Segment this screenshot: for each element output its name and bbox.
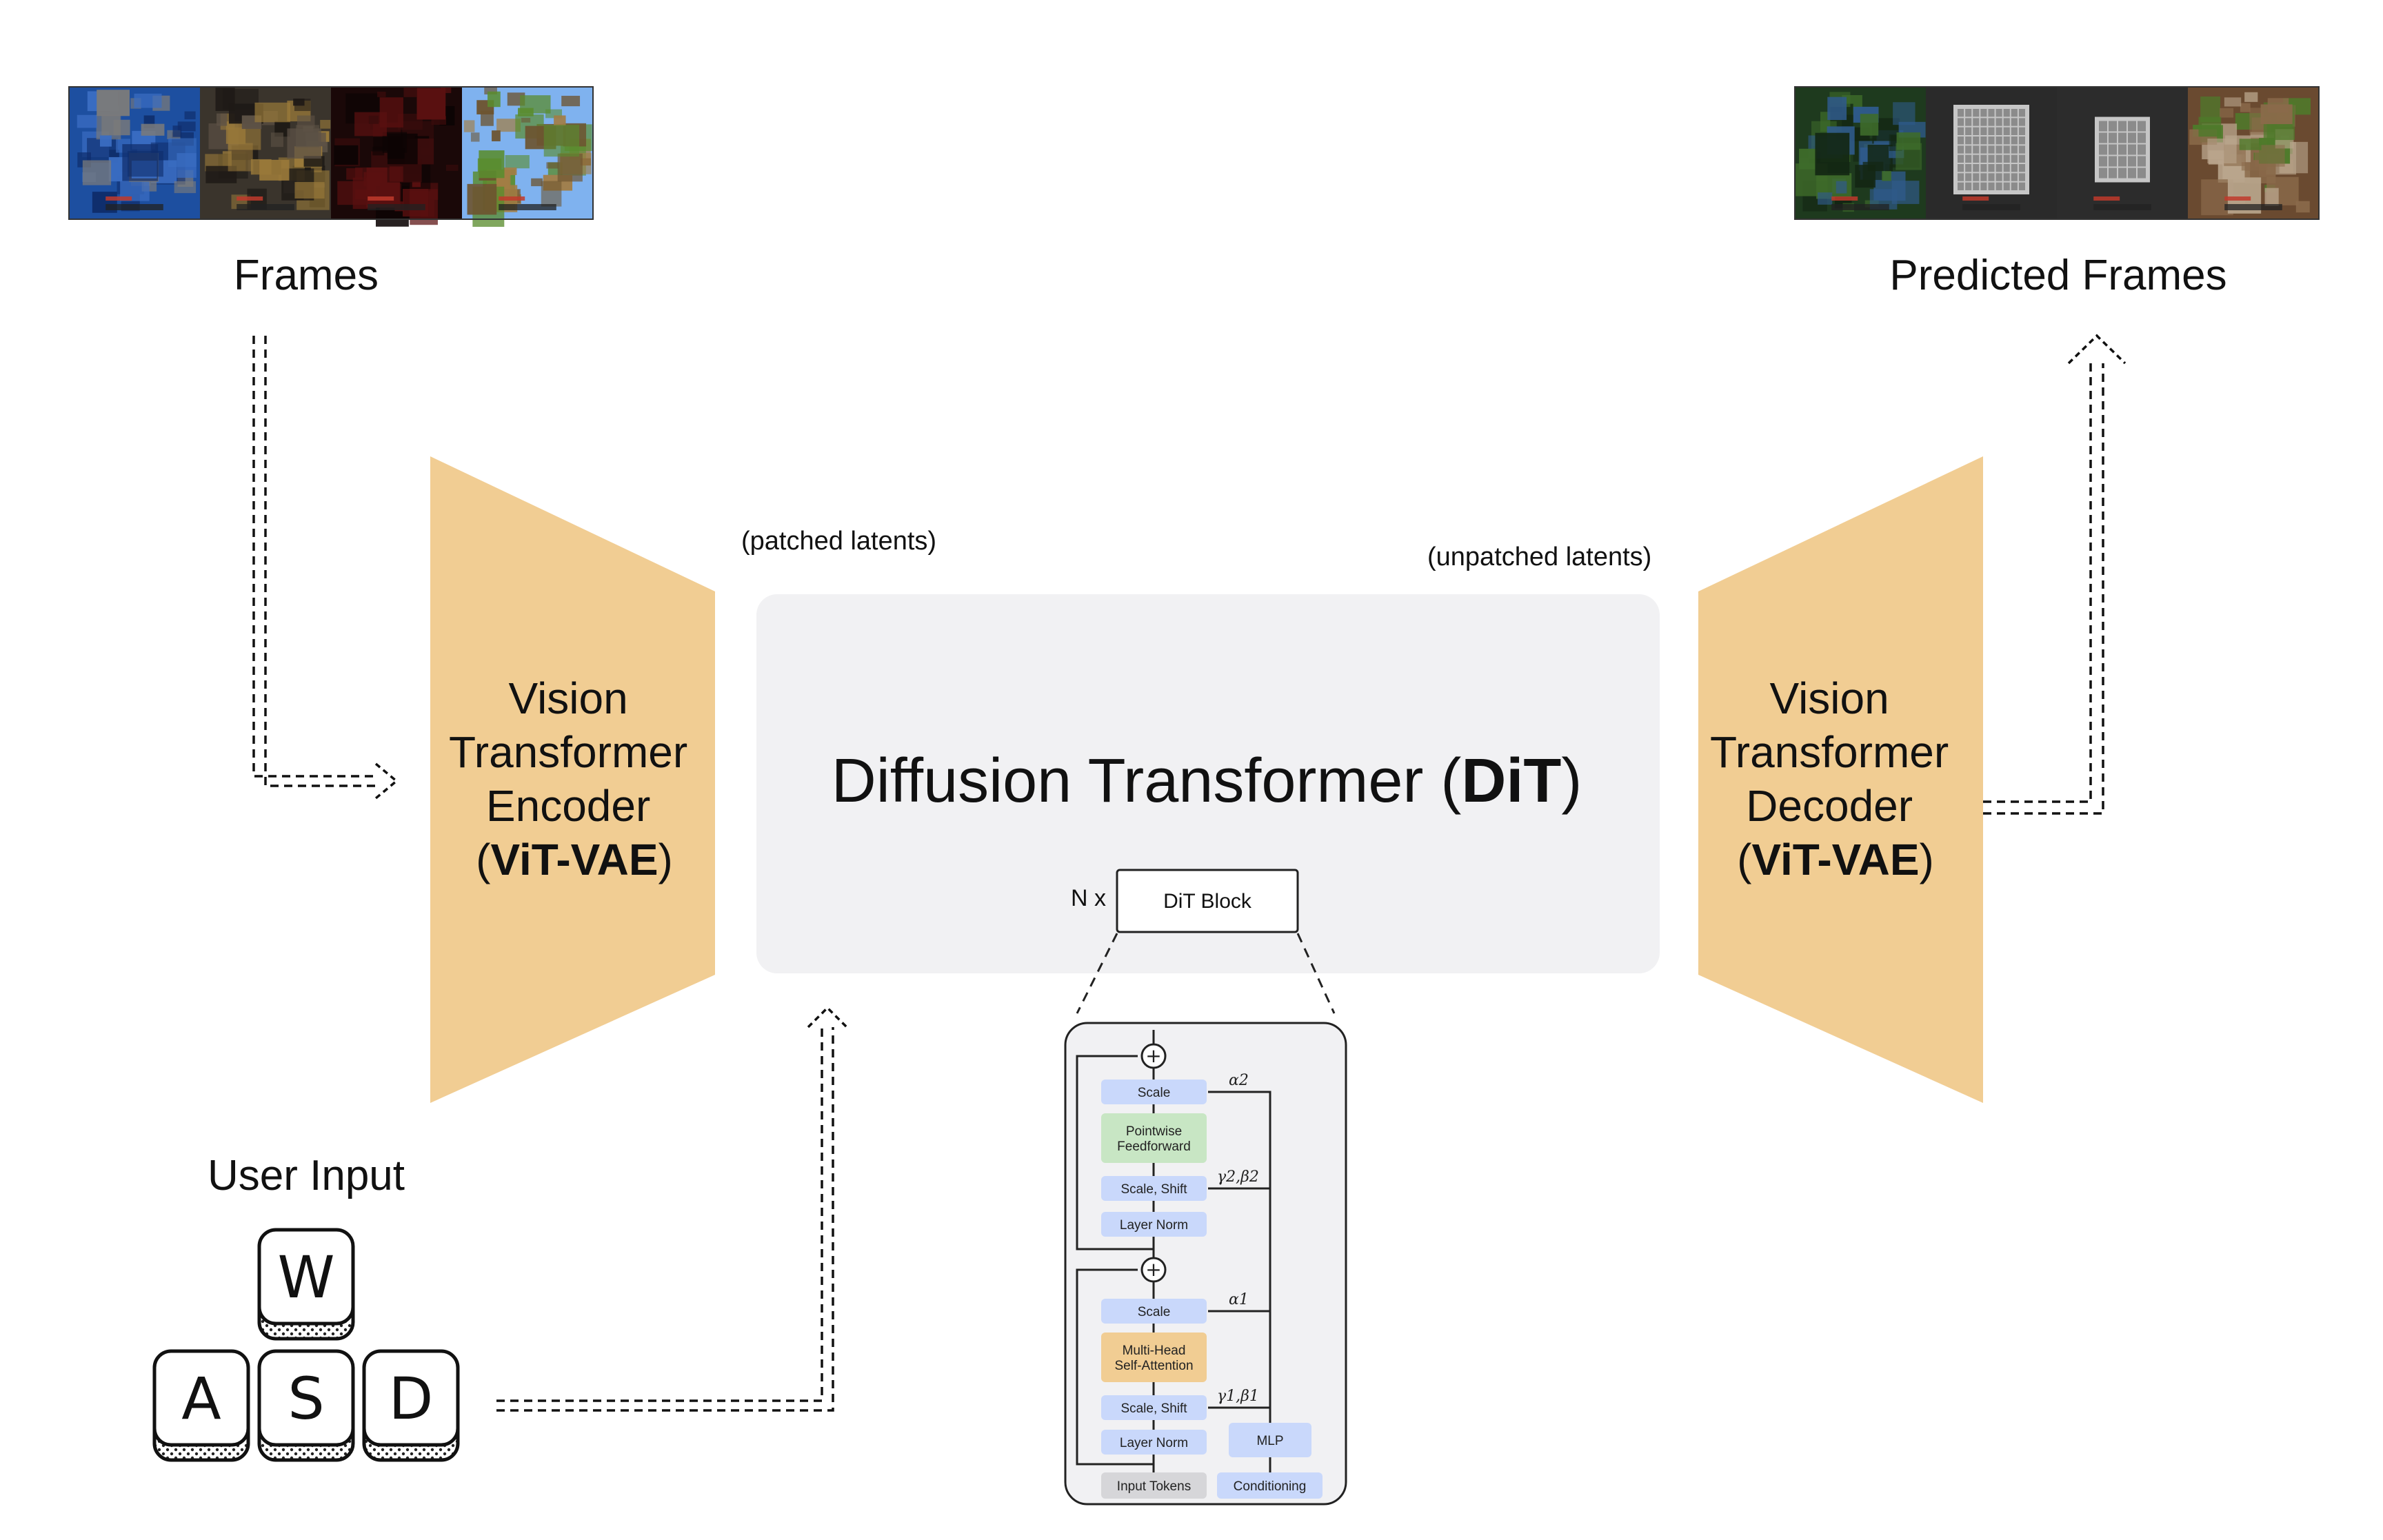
frames-to-encoder-arrow — [252, 336, 399, 800]
decoder-line-1: Vision — [1770, 673, 1889, 723]
encoder-line-3: Encoder — [486, 781, 650, 831]
decoder-tag: ViT-VAE — [1751, 835, 1919, 884]
encoder-line-1: Vision — [509, 673, 628, 723]
encoder-label: Vision Transformer Encoder (ViT-VAE) — [449, 673, 700, 884]
frame-tile-1 — [69, 87, 200, 219]
patched-latents-label: (patched latents) — [741, 527, 936, 556]
user-input-label: User Input — [208, 1152, 405, 1199]
ffn-box-text: Pointwise — [1126, 1124, 1182, 1139]
key-s-label: S — [288, 1365, 324, 1432]
scale-shift-2-box: Scale, Shift — [1101, 1176, 1207, 1201]
predicted-frame-tile-2 — [1926, 87, 2057, 219]
encoder-trapezoid — [430, 456, 715, 1103]
encoder-line-2: Transformer — [449, 727, 687, 777]
conditioning-box-text: Conditioning — [1234, 1479, 1307, 1494]
decoder-line-3: Decoder — [1746, 781, 1913, 831]
mhsa-box-text: Self-Attention — [1114, 1359, 1193, 1373]
frame-tile-3 — [331, 87, 462, 227]
dit-block-button[interactable] — [1116, 869, 1299, 933]
scale-2-box-text: Scale — [1138, 1086, 1171, 1100]
mhsa-box-text: Multi-Head — [1123, 1344, 1186, 1358]
input-to-dit-arrow — [496, 1006, 848, 1412]
predicted-frame-tile-4 — [2188, 87, 2319, 219]
layer-norm-1-box-text: Layer Norm — [1120, 1436, 1188, 1450]
residual-2 — [1076, 1055, 1154, 1250]
layer-norm-2-box: Layer Norm — [1101, 1212, 1207, 1237]
encoder-tag-close: ) — [658, 835, 673, 884]
frame-tile-4 — [462, 87, 593, 227]
ffn-box-text: Feedforward — [1117, 1139, 1191, 1154]
predicted-frame-tile-1 — [1795, 87, 1926, 219]
mlp-box: MLP — [1229, 1423, 1311, 1457]
encoder-tag-open: ( — [476, 835, 490, 884]
gamma1-beta1-label: γ1,β1 — [1217, 1388, 1259, 1405]
decoder-label: Vision Transformer Decoder (ViT-VAE) — [1710, 673, 1961, 884]
scale-shift-2-box-text: Scale, Shift — [1120, 1182, 1187, 1197]
predicted-frame-tile-3 — [2057, 87, 2188, 219]
key-w[interactable]: W — [257, 1228, 355, 1341]
layer-norm-2-box-text: Layer Norm — [1120, 1218, 1188, 1233]
layer-norm-1-box: Layer Norm — [1101, 1430, 1207, 1455]
frames-label: Frames — [234, 252, 379, 299]
key-d[interactable]: D — [362, 1349, 460, 1462]
mlp-box-text: MLP — [1256, 1434, 1283, 1448]
scale-1-box-text: Scale — [1138, 1305, 1171, 1319]
n-times-label: N x — [1071, 885, 1106, 911]
conditioning-box: Conditioning — [1217, 1472, 1323, 1499]
key-s[interactable]: S — [257, 1349, 355, 1462]
key-w-label: W — [277, 1244, 334, 1311]
zoom-line-left — [1076, 933, 1118, 1014]
encoder-tag: ViT-VAE — [490, 835, 658, 884]
gamma2-beta2-label: γ2,β2 — [1217, 1168, 1259, 1186]
plus-2-icon: + — [1140, 1043, 1167, 1069]
plus-1-sign: + — [1145, 1258, 1161, 1281]
residual-1 — [1076, 1268, 1154, 1466]
modulation-lines — [1208, 1091, 1271, 1423]
plus-1-icon: + — [1140, 1257, 1167, 1283]
decoder-line-2: Transformer — [1710, 727, 1949, 777]
scale-shift-1-box: Scale, Shift — [1101, 1395, 1207, 1420]
predicted-frames-label: Predicted Frames — [1889, 252, 2226, 299]
dit-panel — [756, 594, 1660, 973]
predicted-frames-strip — [1794, 86, 2320, 220]
unpatched-latents-label: (unpatched latents) — [1427, 543, 1651, 571]
input-tokens-box: Input Tokens — [1101, 1472, 1207, 1499]
input-tokens-box-text: Input Tokens — [1117, 1479, 1191, 1494]
decoder-to-predicted-arrow — [1983, 334, 2126, 815]
plus-2-sign: + — [1145, 1044, 1161, 1067]
zoom-line-right — [1296, 933, 1336, 1014]
key-a[interactable]: A — [152, 1349, 250, 1462]
dit-block-label: DiT Block — [1163, 890, 1252, 913]
key-d-label: D — [389, 1365, 434, 1432]
scale-1-box: Scale — [1101, 1299, 1207, 1324]
scale-shift-1-box-text: Scale, Shift — [1120, 1401, 1187, 1416]
key-a-label: A — [181, 1365, 221, 1432]
dit-title: Diffusion Transformer (DiT) — [832, 747, 1582, 815]
frames-strip — [68, 86, 594, 227]
scale-2-box: Scale — [1101, 1080, 1207, 1104]
decoder-tag-close: ) — [1920, 835, 1934, 884]
decoder-trapezoid — [1698, 456, 1983, 1103]
decoder-tag-open: ( — [1737, 835, 1751, 884]
alpha2-label: α2 — [1229, 1072, 1249, 1089]
frame-tile-2 — [200, 87, 331, 219]
alpha1-label: α1 — [1229, 1291, 1249, 1308]
